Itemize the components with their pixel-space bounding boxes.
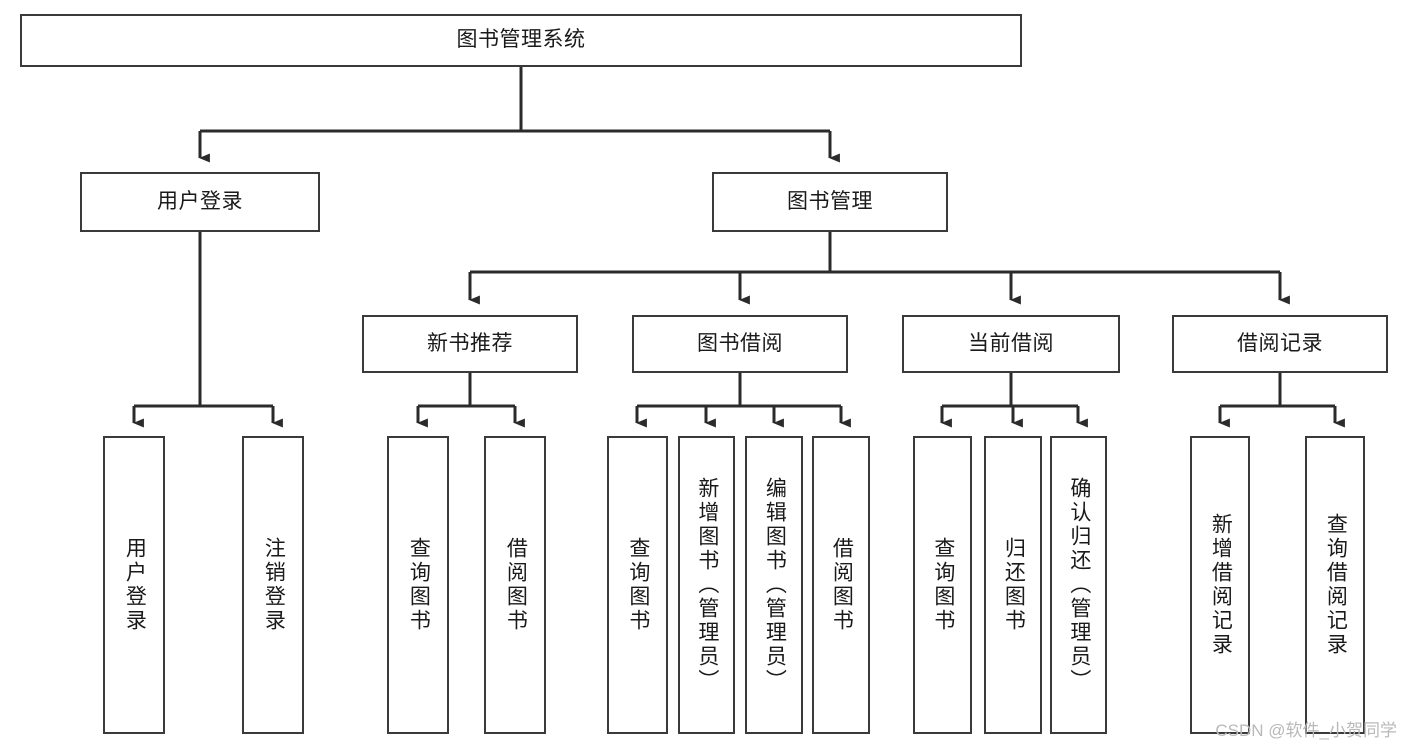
node-new-book-recommend[interactable]: 新书推荐 — [362, 315, 578, 373]
node-leaf-query-book-new-label: 查询图书 — [407, 537, 431, 633]
node-book-borrow[interactable]: 图书借阅 — [632, 315, 848, 373]
node-leaf-confirm-return-admin-label: 确认归还（管理员） — [1067, 477, 1091, 693]
node-leaf-add-book-admin-label: 新增图书（管理员） — [695, 477, 719, 693]
node-leaf-add-borrow-record-label: 新增借阅记录 — [1209, 513, 1233, 657]
node-user-login-label: 用户登录 — [157, 189, 243, 213]
node-borrow-record-label: 借阅记录 — [1237, 331, 1323, 355]
node-current-borrow-label: 当前借阅 — [968, 331, 1054, 355]
node-leaf-add-borrow-record[interactable]: 新增借阅记录 — [1190, 436, 1250, 734]
node-leaf-query-book-borrow[interactable]: 查询图书 — [607, 436, 668, 734]
node-leaf-query-borrow-record[interactable]: 查询借阅记录 — [1305, 436, 1365, 734]
node-leaf-logout[interactable]: 注销登录 — [242, 436, 304, 734]
node-leaf-logout-label: 注销登录 — [262, 537, 286, 633]
node-leaf-borrow-book-new-label: 借阅图书 — [504, 537, 528, 633]
node-leaf-return-book[interactable]: 归还图书 — [984, 436, 1042, 734]
node-leaf-confirm-return-admin[interactable]: 确认归还（管理员） — [1050, 436, 1107, 734]
node-root-label: 图书管理系统 — [456, 28, 586, 52]
node-leaf-query-borrow-record-label: 查询借阅记录 — [1324, 513, 1348, 657]
node-leaf-user-login[interactable]: 用户登录 — [103, 436, 165, 734]
node-leaf-borrow-book[interactable]: 借阅图书 — [812, 436, 870, 734]
node-user-login[interactable]: 用户登录 — [80, 172, 320, 232]
node-leaf-edit-book-admin-label: 编辑图书（管理员） — [763, 477, 787, 693]
node-book-management-label: 图书管理 — [787, 189, 873, 213]
node-leaf-borrow-book-new[interactable]: 借阅图书 — [484, 436, 546, 734]
node-leaf-query-book-current[interactable]: 查询图书 — [913, 436, 972, 734]
node-leaf-user-login-label: 用户登录 — [123, 537, 147, 633]
node-borrow-record[interactable]: 借阅记录 — [1172, 315, 1388, 373]
node-leaf-edit-book-admin[interactable]: 编辑图书（管理员） — [745, 436, 803, 734]
node-leaf-add-book-admin[interactable]: 新增图书（管理员） — [678, 436, 735, 734]
node-leaf-query-book-new[interactable]: 查询图书 — [387, 436, 449, 734]
node-book-borrow-label: 图书借阅 — [697, 331, 783, 355]
node-leaf-query-book-current-label: 查询图书 — [931, 537, 955, 633]
node-new-book-recommend-label: 新书推荐 — [427, 331, 513, 355]
node-root[interactable]: 图书管理系统 — [20, 14, 1022, 67]
node-book-management[interactable]: 图书管理 — [712, 172, 948, 232]
node-current-borrow[interactable]: 当前借阅 — [902, 315, 1120, 373]
node-leaf-query-book-borrow-label: 查询图书 — [626, 537, 650, 633]
node-leaf-return-book-label: 归还图书 — [1002, 537, 1026, 633]
node-leaf-borrow-book-label: 借阅图书 — [830, 537, 854, 633]
csdn-watermark: CSDN @软件_小贺同学 — [1215, 721, 1397, 740]
